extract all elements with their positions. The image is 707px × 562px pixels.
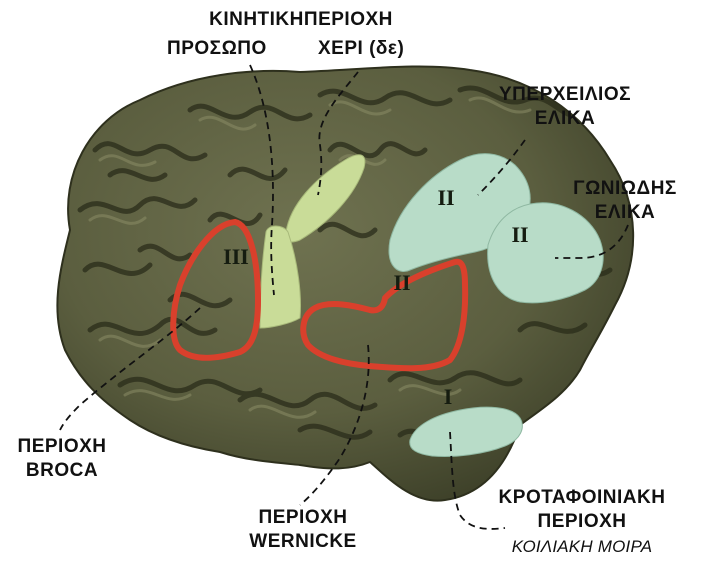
wernicke-label-line1: ΠΕΡΙΟΧΗ [246, 507, 360, 529]
face-label: ΠΡΟΣΩΠΟ [167, 38, 267, 60]
angular-marker: II [511, 222, 528, 247]
supramarginal-marker: II [437, 185, 454, 210]
supramarginal-label-line2: ΕΛΙΚΑ [485, 108, 645, 130]
wernicke-marker: II [393, 270, 410, 295]
angular-label-line2: ΕΛΙΚΑ [560, 202, 690, 224]
wernicke-label-line2: WERNICKE [246, 531, 360, 553]
broca-marker: III [223, 244, 249, 269]
motor-area-title: ΚΙΝΗΤΙΚΗΠΕΡΙΟΧΗ [175, 9, 427, 31]
temporooccipital-label-line3: ΚΟΙΛΙΑΚΗ ΜΟΙΡΑ [470, 536, 694, 558]
hand-label: ΧΕΡΙ (δε) [318, 38, 404, 60]
broca-label-line2: BROCA [12, 460, 112, 482]
angular-label-line1: ΓΩΝΙΩΔΗΣ [560, 178, 690, 200]
temporooccipital-marker: I [444, 384, 453, 409]
temporooccipital-label-line1: ΚΡΟΤΑΦΟΙΝΙΑΚΗ [470, 487, 694, 509]
broca-label-line1: ΠΕΡΙΟΧΗ [12, 436, 112, 458]
supramarginal-label-line1: ΥΠΕΡΧΕΙΛΙΟΣ [485, 84, 645, 106]
temporooccipital-label-line2: ΠΕΡΙΟΧΗ [470, 511, 694, 533]
